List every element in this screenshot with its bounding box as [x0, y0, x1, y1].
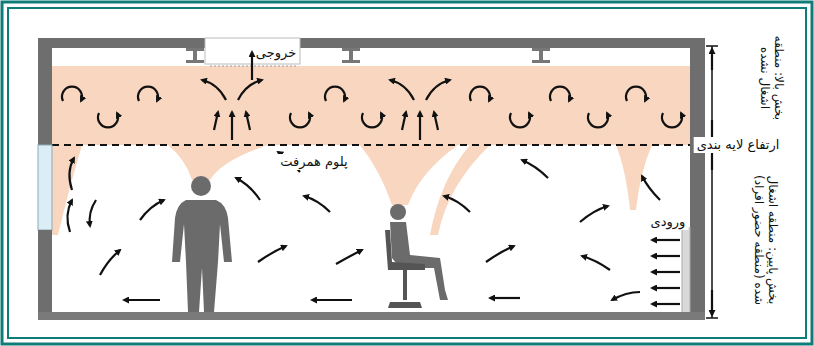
airflow-arrow [325, 87, 345, 101]
airflow-arrow [444, 196, 470, 212]
airflow-arrow [390, 80, 414, 100]
airflow-arrow [69, 158, 74, 190]
airflow-arrow [652, 271, 680, 273]
airflow-arrow [426, 80, 450, 100]
airflow-arrow [258, 246, 286, 262]
airflow-arrow [238, 80, 262, 100]
airflow-arrow [662, 113, 682, 127]
airflow-arrow [67, 200, 72, 232]
airflow-arrow [580, 206, 608, 222]
airflow-arrow [510, 113, 530, 127]
flow-label: پلوم همرفت [277, 154, 350, 170]
airflow-arrow [140, 200, 164, 220]
airflow-arrow [98, 113, 118, 127]
airflow-arrow [304, 196, 330, 212]
airflow-arrow [550, 87, 570, 101]
flow-label: خروجی [256, 45, 296, 61]
airflow-arrow [138, 87, 158, 101]
airflow-arrow [490, 297, 520, 299]
airflow-arrow [522, 160, 548, 178]
airflow-arrow [251, 52, 253, 80]
airflow-arrow [402, 112, 406, 130]
zone-label: بخش پایین: منطقه اشغال شده (منطقه حضور ا… [752, 165, 781, 315]
airflow-arrow [626, 87, 646, 101]
airflow-arrow [652, 287, 680, 289]
airflow-arrow [231, 112, 233, 140]
flow-label: ارتفاع لایه بندی [694, 137, 783, 153]
airflow-arrow [419, 112, 421, 140]
airflow-arrow [336, 250, 362, 264]
airflow-arrow [312, 299, 352, 301]
airflow-arrow [202, 80, 226, 100]
airflow-arrow [652, 303, 680, 305]
airflow-arrow [486, 246, 514, 262]
airflow-arrow [246, 112, 250, 130]
airflow-arrow [62, 87, 82, 101]
airflow-arrow [588, 113, 608, 127]
airflow-arrow [612, 292, 640, 300]
airflow-arrow [362, 113, 382, 127]
airflow-arrow [470, 87, 490, 101]
airflow-arrow [290, 113, 310, 127]
airflow-arrow [90, 200, 96, 226]
airflow-arrow [236, 178, 260, 200]
airflow-arrow [214, 112, 218, 130]
airflow-arrow [652, 239, 680, 241]
airflow-arrow [434, 112, 438, 130]
airflow-arrow [582, 256, 610, 270]
airflow-arrow [100, 250, 120, 275]
airflow-arrow [124, 299, 160, 301]
flow-label: ورودی [648, 214, 689, 230]
airflow-arrow [642, 176, 660, 200]
airflow-arrow [652, 255, 680, 257]
zone-label: بخش بالا: منطقه اشغال نشده [758, 19, 787, 137]
